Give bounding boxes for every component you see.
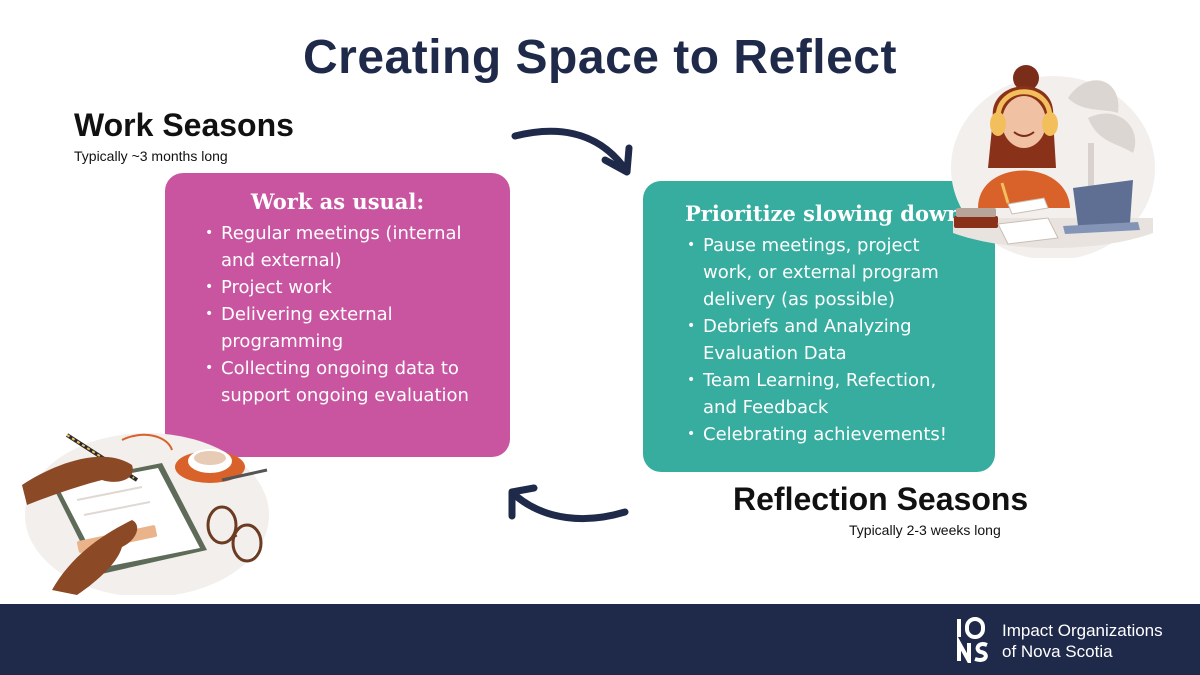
work-as-usual-card: Work as usual: Regular meetings (interna…	[165, 173, 510, 457]
arrow-left-icon	[508, 484, 629, 523]
list-item: Team Learning, Refection, and Feedback	[687, 367, 973, 421]
footer-bar	[0, 604, 1200, 675]
woman-headphones-illustration	[951, 65, 1155, 258]
list-item: Celebrating achievements!	[687, 421, 973, 448]
reflection-card-title: Prioritize slowing down:	[685, 201, 971, 226]
work-seasons-duration: Typically ~3 months long	[74, 148, 228, 164]
list-item: Project work	[205, 274, 488, 301]
org-name-line1: Impact Organizations	[1002, 621, 1163, 640]
reflection-seasons-heading: Reflection Seasons	[733, 481, 1029, 517]
page-title: Creating Space to Reflect	[303, 31, 897, 84]
list-item: Delivering external programming	[205, 301, 488, 355]
work-items-list: Regular meetings (internal and external)…	[203, 220, 488, 409]
list-item: Regular meetings (internal and external)	[205, 220, 488, 274]
work-card-title: Work as usual:	[250, 189, 425, 214]
org-name-line2: of Nova Scotia	[1002, 642, 1113, 661]
prioritize-slowing-down-card: Prioritize slowing down: Pause meetings,…	[643, 181, 995, 472]
reflection-seasons-duration: Typically 2-3 weeks long	[849, 522, 1001, 538]
org-name: Impact Organizations of Nova Scotia	[1002, 620, 1163, 662]
ions-logo-icon	[957, 617, 988, 663]
hands-writing-illustration	[22, 433, 269, 595]
list-item: Pause meetings, project work, or externa…	[687, 232, 973, 313]
work-seasons-heading: Work Seasons	[74, 107, 294, 143]
list-item: Collecting ongoing data to support ongoi…	[205, 355, 488, 409]
list-item: Debriefs and Analyzing Evaluation Data	[687, 313, 973, 367]
reflection-items-list: Pause meetings, project work, or externa…	[685, 232, 973, 448]
arrow-right-icon	[511, 127, 633, 176]
